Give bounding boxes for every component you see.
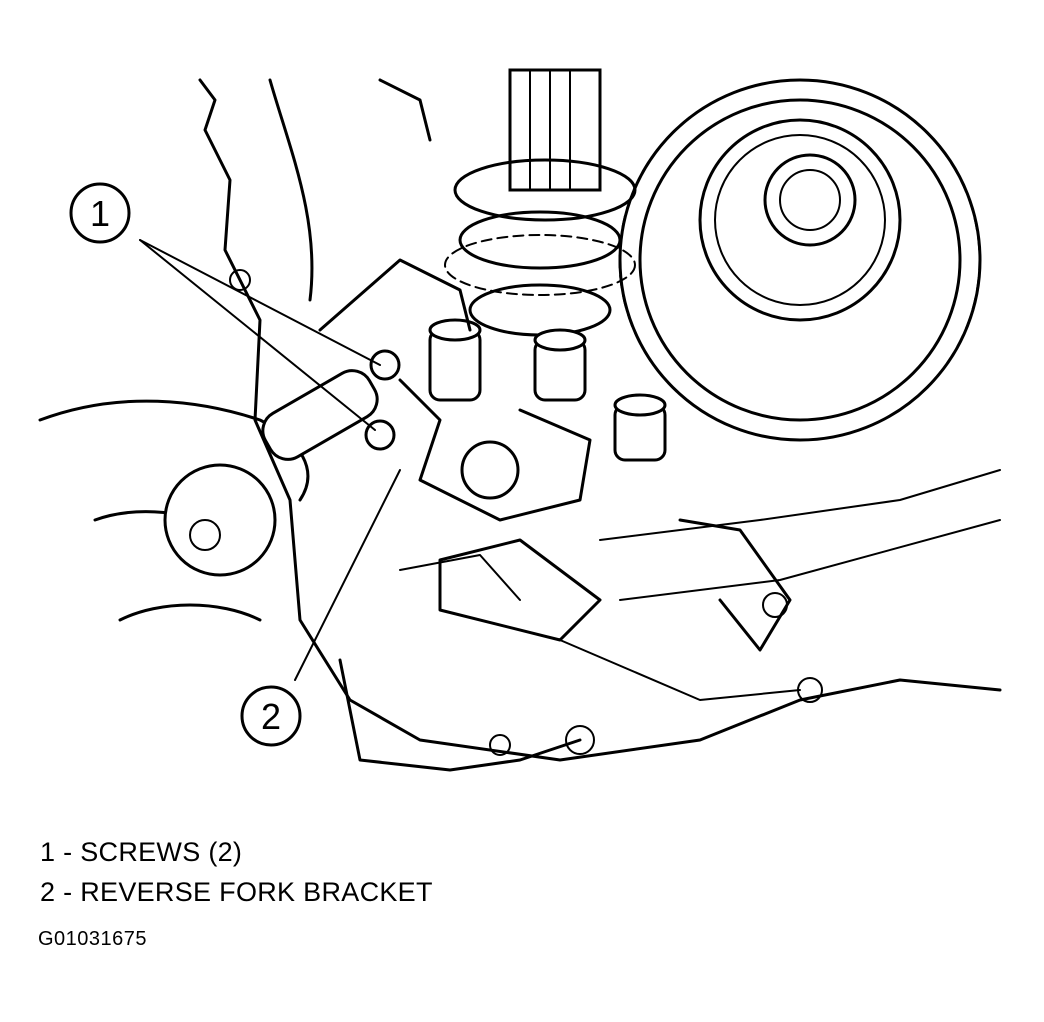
transmission-illustration: 1 2 xyxy=(38,68,1002,772)
legend-item-reverse-fork-bracket: 2 - REVERSE FORK BRACKET xyxy=(40,877,433,907)
gear-stack xyxy=(444,68,637,337)
transmission-case xyxy=(198,78,1002,772)
figure-id: G01031675 xyxy=(38,928,148,950)
callout-2: 2 xyxy=(240,685,302,747)
shift-rails xyxy=(428,318,667,462)
screws xyxy=(229,269,401,451)
callout-1: 1 xyxy=(69,182,131,244)
legend: 1 - SCREWS (2) 2 - REVERSE FORK BRACKET xyxy=(40,832,433,912)
hand-with-tool xyxy=(38,369,379,622)
legend-item-screws: 1 - SCREWS (2) xyxy=(40,837,243,867)
leader-lines xyxy=(139,239,401,681)
callout-1-number: 1 xyxy=(90,193,110,234)
main-gear xyxy=(618,78,982,442)
callout-2-number: 2 xyxy=(261,696,281,737)
reverse-fork-bracket xyxy=(318,258,792,652)
